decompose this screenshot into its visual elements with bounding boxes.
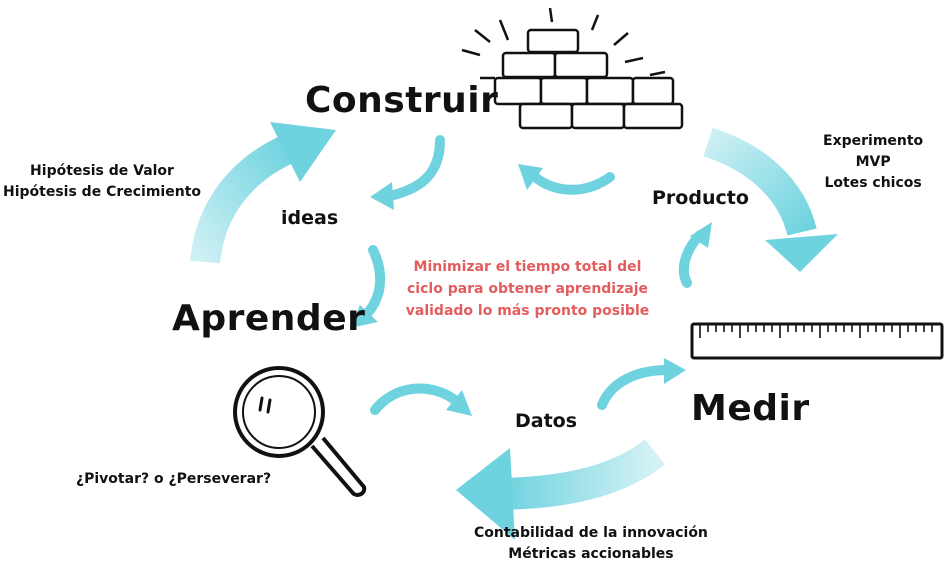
ruler-icon xyxy=(692,324,942,358)
stage-build-label: Construir xyxy=(305,80,498,121)
stage-measure-label: Medir xyxy=(691,388,810,429)
note-small-batches: Lotes chicos xyxy=(823,173,923,194)
flow-data-label: Datos xyxy=(515,410,577,432)
outer-arrow-learn-to-build xyxy=(205,122,336,262)
center-message: Minimizar el tiempo total del ciclo para… xyxy=(405,256,650,322)
inner-arrow-measure-to-product xyxy=(684,235,700,283)
note-measure-tools: Contabilidad de la innovación Métricas a… xyxy=(474,523,708,565)
note-innovation-accounting: Contabilidad de la innovación xyxy=(474,523,708,544)
note-hypotheses-growth: Hipótesis de Crecimiento xyxy=(3,182,201,203)
flow-ideas-label: ideas xyxy=(281,207,338,229)
inner-arrow-ideas-to-learn xyxy=(363,250,380,318)
note-experiment: Experimento xyxy=(823,131,923,152)
inner-arrow-product-to-build xyxy=(535,177,610,190)
note-mvp: MVP xyxy=(823,152,923,173)
stage-learn-label: Aprender xyxy=(172,298,365,339)
note-hypotheses: Hipótesis de Valor Hipótesis de Crecimie… xyxy=(3,161,201,203)
note-actionable-metrics: Métricas accionables xyxy=(474,544,708,565)
note-pivot-question: ¿Pivotar? o ¿Perseverar? xyxy=(76,469,271,490)
note-build-tools: Experimento MVP Lotes chicos xyxy=(823,131,923,194)
inner-arrow-data-to-measure xyxy=(602,370,668,405)
inner-arrow-learn-to-data xyxy=(375,389,455,410)
inner-arrow-build-to-ideas xyxy=(385,140,440,197)
flow-product-label: Producto xyxy=(652,187,749,209)
note-hypotheses-value: Hipótesis de Valor xyxy=(3,161,201,182)
